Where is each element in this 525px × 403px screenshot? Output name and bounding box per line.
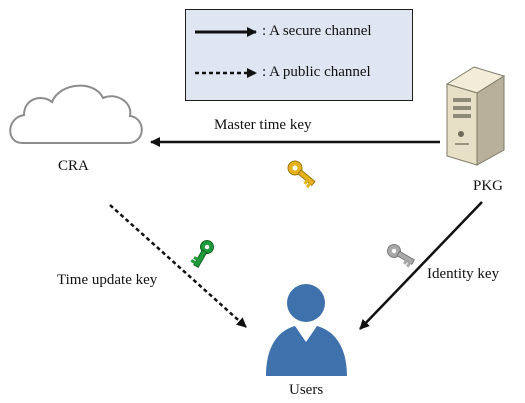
identity-key-label: Identity key: [427, 266, 500, 282]
pkg-label: PKG: [473, 178, 504, 194]
master-time-key-label: Master time key: [214, 117, 312, 133]
server-icon: [445, 66, 506, 166]
gold-key-icon: [287, 160, 316, 189]
legend-secure-label: : A secure channel: [262, 23, 372, 39]
users-label: Users: [289, 382, 324, 398]
time-update-key-label: Time update key: [57, 272, 158, 288]
gray-key-icon: [387, 244, 415, 268]
user-icon: [266, 284, 347, 376]
identity-key-arrow: [359, 201, 483, 330]
time-update-key-arrow: [109, 204, 247, 328]
legend-public-label: : A public channel: [262, 64, 371, 80]
cra-label: CRA: [58, 158, 89, 174]
green-key-icon: [190, 240, 214, 268]
cloud-icon: [9, 84, 143, 144]
